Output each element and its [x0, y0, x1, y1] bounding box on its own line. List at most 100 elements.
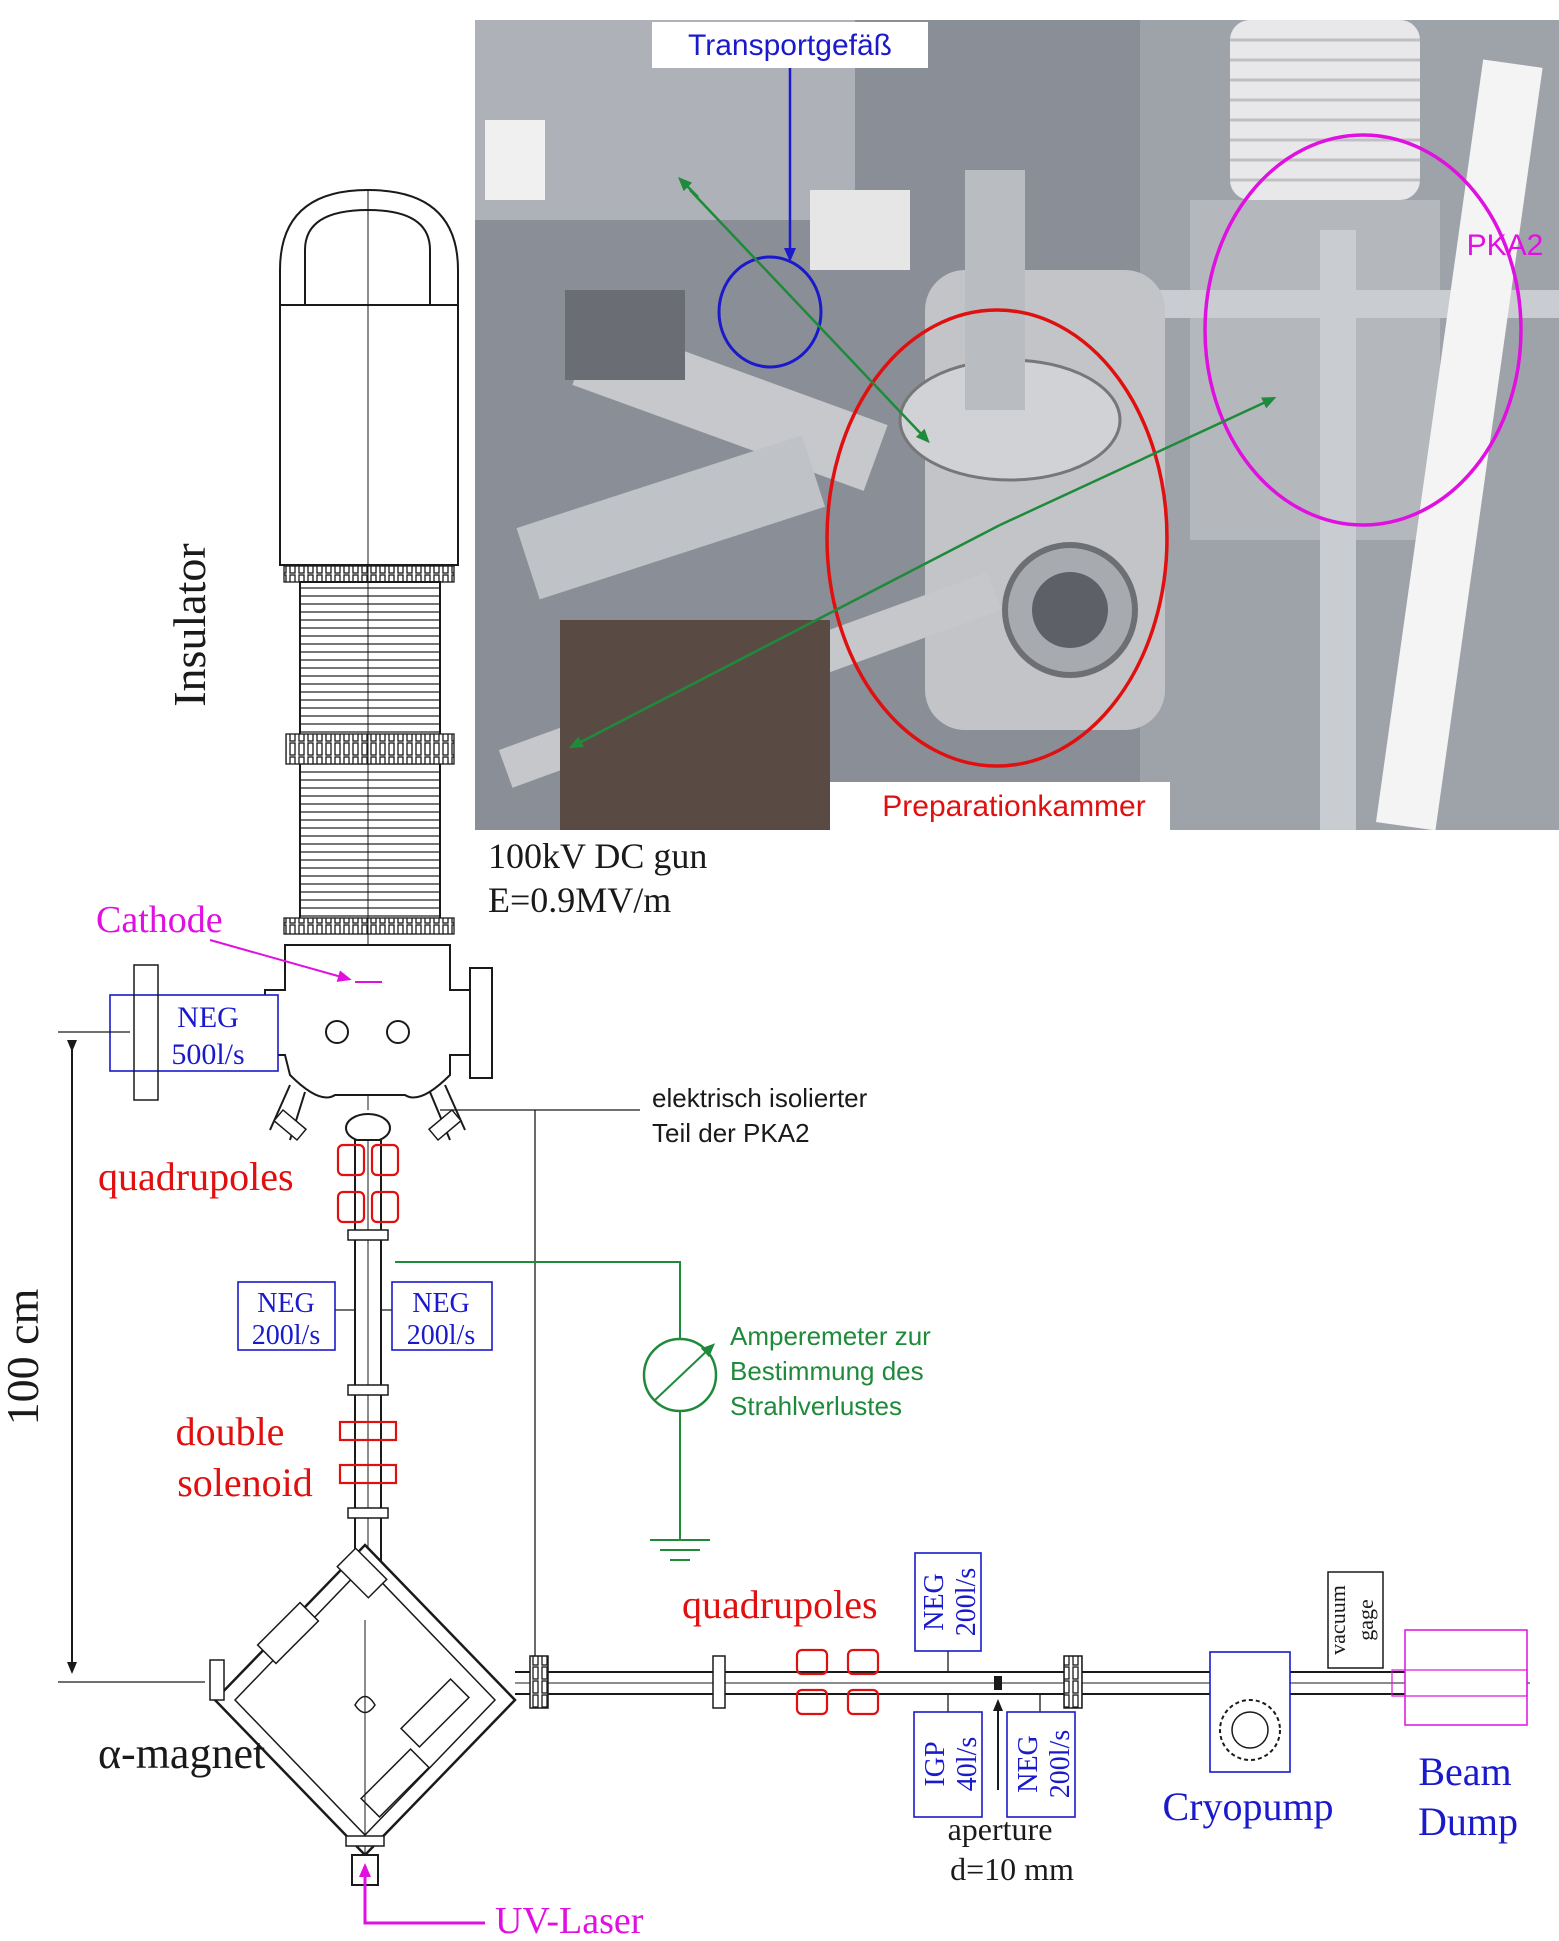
cathode-port-flange-right	[427, 1108, 463, 1142]
isolated-label-line1: elektrisch isolierter	[652, 1083, 868, 1113]
cathode-chamber-body	[264, 944, 471, 1099]
beamline-flange-2	[712, 1655, 726, 1709]
quad-top-1	[336, 1143, 366, 1177]
neg-beam-top-box	[914, 1552, 982, 1652]
photo-viewport-glass	[1032, 572, 1108, 648]
double-solenoid	[338, 1420, 398, 1485]
beam-dump	[1391, 1629, 1528, 1726]
photo-gauge-box	[810, 190, 910, 270]
vacuum-gage-label-1: vacuum	[1325, 1585, 1350, 1655]
photo-pka2-column	[1190, 200, 1440, 540]
pipe-flange-3	[347, 1507, 389, 1519]
double-solenoid-label-1: double	[176, 1409, 285, 1454]
neg-beam-bottom-rate: 200l/s	[1045, 1730, 1076, 1798]
transfer-arrow-long	[568, 397, 1277, 749]
preparation-chamber-ellipse	[825, 308, 1169, 768]
cathode-port-right	[386, 1020, 410, 1044]
alpha-coil-lr2	[359, 1747, 431, 1819]
cathode-side-flange	[469, 967, 493, 1079]
neg-beam-top-rate: 200l/s	[951, 1568, 982, 1636]
gun-top-flange	[283, 565, 455, 583]
neg-left-rate: 200l/s	[252, 1320, 320, 1351]
beam-dump-insert	[1391, 1669, 1528, 1697]
quad-bl-2	[795, 1688, 829, 1716]
neg-left-label: NEG	[257, 1288, 315, 1319]
quadrupoles-top-label: quadrupoles	[98, 1154, 294, 1199]
insulator-label: Insulator	[164, 543, 215, 707]
quadrupoles-top	[336, 1143, 400, 1224]
insulator-bottom-flange	[283, 917, 455, 935]
neg-right-rate: 200l/s	[407, 1320, 475, 1351]
solenoid-coil-2	[338, 1463, 398, 1485]
beam-dump-box	[1404, 1629, 1528, 1726]
quad-top-4	[370, 1190, 400, 1224]
alpha-coil-ur	[336, 1547, 388, 1599]
transfer-arrow	[678, 177, 930, 444]
photo-arm-lower	[516, 435, 826, 600]
pipe-flange-1	[347, 1229, 389, 1241]
transport-vessel-circle	[717, 255, 823, 369]
pipe-top-ring	[345, 1113, 391, 1143]
cryopump-ring-outer	[1219, 1699, 1281, 1761]
igp-rate: 40l/s	[952, 1737, 983, 1791]
uv-laser-label: UV-Laser	[495, 1900, 644, 1941]
transportgefaess-label-box	[652, 22, 928, 68]
vertical-beampipe	[335, 1113, 400, 1621]
transportgefaess-label: Transportgefäß	[688, 29, 892, 62]
photo-table	[560, 620, 830, 830]
solenoid-coil-1	[338, 1420, 398, 1442]
photo-chamber-post	[965, 170, 1025, 410]
photo-controller	[485, 120, 545, 200]
photo-panel: Transportgefäß PKA2 Preparationkammer	[475, 20, 1559, 831]
cathode-label: Cathode	[96, 899, 223, 941]
electron-gun	[279, 188, 459, 1110]
photo-bellows	[1230, 20, 1420, 200]
pka2-label: PKA2	[1467, 229, 1544, 262]
amperemeter	[395, 1261, 718, 1561]
amperemeter-wire-top	[395, 1261, 681, 1340]
quadrupoles-beamline	[795, 1648, 880, 1716]
alpha-coil-lr	[399, 1677, 471, 1749]
cryopump	[1209, 1651, 1291, 1773]
scale-bar	[58, 1031, 205, 1683]
neg-500-label: NEG	[177, 1001, 239, 1034]
neg-right-label: NEG	[412, 1288, 470, 1319]
beam-dump-label-2: Dump	[1418, 1799, 1518, 1844]
cathode-chamber	[264, 944, 493, 1142]
photo-frame-post	[1320, 230, 1356, 830]
igp-box	[913, 1711, 983, 1818]
neg-500-rate: 500l/s	[171, 1038, 244, 1071]
quad-top-2	[370, 1143, 400, 1177]
beamline-flange-3	[1063, 1655, 1083, 1709]
neg-500-flange	[133, 964, 159, 1101]
igp-label: IGP	[920, 1741, 951, 1786]
preparationkammer-label-box	[830, 782, 1170, 830]
cryopump-label: Cryopump	[1162, 1784, 1333, 1829]
alpha-magnet-label: α-magnet	[98, 1729, 265, 1778]
alpha-coil-ul	[256, 1601, 320, 1665]
gun-label-line2: E=0.9MV/m	[488, 880, 671, 920]
amperemeter-label-2: Bestimmung des	[730, 1356, 924, 1386]
beamline-left-flange	[209, 1659, 225, 1701]
photo-white-tube	[1376, 59, 1543, 831]
beam-dump-label-1: Beam	[1418, 1749, 1511, 1794]
cathode-lower-ports	[269, 1084, 466, 1141]
double-solenoid-label-2: solenoid	[177, 1460, 313, 1505]
neg-right-box	[391, 1281, 493, 1351]
insulator-mid-flange	[285, 733, 455, 765]
neg-left-box	[237, 1281, 336, 1351]
preparationkammer-label: Preparationkammer	[882, 790, 1145, 823]
neg-beam-bottom-box	[1006, 1711, 1076, 1818]
neg-500-box	[109, 994, 279, 1072]
quad-bl-1	[795, 1648, 829, 1676]
neg-beam-top-label: NEG	[919, 1573, 950, 1631]
aperture-label-1: aperture	[948, 1811, 1053, 1847]
cathode-arrow	[209, 939, 352, 982]
cathode-port-flange-left	[272, 1108, 308, 1142]
quad-top-3	[336, 1190, 366, 1224]
amperemeter-needle	[654, 1343, 716, 1401]
vacuum-gage-label-2: gage	[1353, 1599, 1378, 1641]
cryopump-ring-inner	[1231, 1711, 1269, 1749]
quad-bl-4	[846, 1688, 880, 1716]
